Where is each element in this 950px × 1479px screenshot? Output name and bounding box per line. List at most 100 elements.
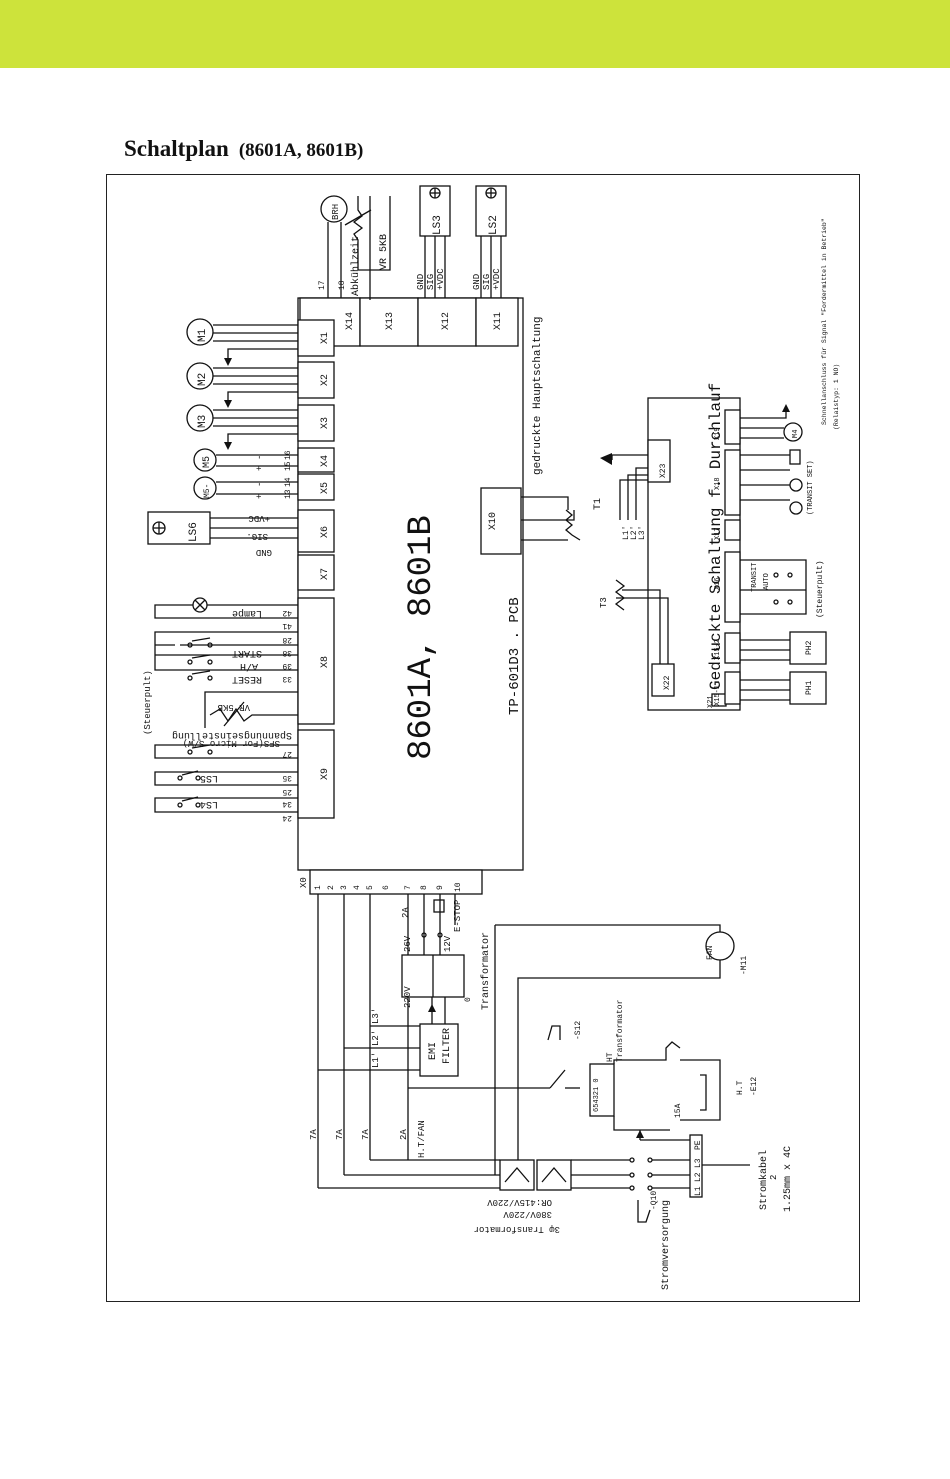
sub-l3: L3' (638, 526, 647, 540)
lampe-label: Lampe (232, 607, 262, 618)
m4-label: M4 (792, 430, 800, 438)
main-board-model: 8601A, 8601B (403, 515, 441, 760)
spannung-label: Spannungseinstellung (172, 729, 292, 741)
ls6-label: LS6 (188, 522, 200, 542)
x0-pin-3: 3 (340, 885, 349, 890)
filter-label: FILTER (442, 1028, 453, 1064)
ls3-vdc: +VDC (436, 268, 446, 290)
motor-m2: M2 (197, 373, 209, 386)
auto-label: AUTO (763, 573, 771, 590)
note-line-1: Schnellanschluss für Signal "Fordermitte… (821, 218, 828, 425)
l3-label: L3 (694, 1158, 703, 1168)
x0-pin-7: 7 (404, 885, 413, 890)
transformer-3p-1: 3φ Transformator (474, 1224, 560, 1234)
ls2-vdc: +VDC (492, 268, 502, 290)
motor-m3: M3 (197, 415, 209, 428)
pin-39: 39 (282, 661, 292, 670)
title-models: (8601A, 8601B) (238, 140, 364, 161)
stromkabel-count: 2 (769, 1175, 779, 1180)
connector-x21: X21 (707, 695, 715, 708)
ls5-label: LS5 (200, 772, 218, 783)
fuse-2a-top: 2A (401, 907, 411, 918)
x9-wiring: 27 SFS(For Micro S/W) 35 LS5 25 34 LS4 2… (154, 738, 298, 822)
v220-label: 220V (403, 986, 413, 1008)
ht-fan-label: H.T/FAN (417, 1120, 427, 1158)
transformer-3p-3: OR:415V/220V (487, 1197, 552, 1207)
l1-label: L1 (694, 1186, 703, 1196)
connector-x2: X2 (320, 374, 331, 386)
connector-x10: X10 (488, 512, 499, 530)
vr5kb-x8-label: VR 5KB (217, 702, 250, 712)
l1-prime: L1' (371, 1052, 381, 1068)
t1-label: T1 (593, 498, 604, 510)
motor-m5: M5 (202, 456, 213, 468)
pin-25: 25 (282, 787, 292, 796)
sub-l2: L2' (630, 526, 639, 540)
connector-x1: X1 (320, 332, 331, 344)
pe-label: PE (694, 1140, 703, 1150)
transformer-3p-2: 380V/220V (503, 1209, 552, 1219)
ph1-label: PH1 (805, 680, 814, 695)
header-accent-band (0, 0, 950, 68)
l3-prime: L3' (371, 1008, 381, 1024)
x0-pin-2: 2 (327, 885, 336, 890)
sub-board-wiring: L1' L2' L3' T3 PH1 PH2 TRANSIT AUTO (Ste… (599, 218, 840, 705)
pin-24: 24 (282, 813, 292, 822)
pin-17: 17 (318, 280, 327, 290)
ls4-label: LS4 (200, 798, 218, 809)
fuse-7a-3: 7A (361, 1129, 371, 1140)
pin-13: 13 (284, 489, 293, 499)
pin-42: 42 (282, 608, 292, 617)
stromkabel-label: Stromkabel (758, 1150, 770, 1210)
abkuehlzeit-label: Abkühlzeit (350, 236, 362, 296)
pin-35: 35 (282, 773, 292, 782)
ht-taps-label: 654321 0 (593, 1078, 601, 1112)
emi-label: EMI (428, 1042, 439, 1060)
fan-ref: -M11 (740, 956, 749, 975)
reset-label: RESET (232, 673, 262, 684)
estop-label: E-STOP (453, 900, 463, 932)
connector-x16: X16 (714, 577, 722, 590)
x0-pin-1: 1 (314, 885, 323, 890)
lower-wiring: L1' L2' L3' Transformator 220V 26V 12V 2… (309, 894, 794, 1290)
sub-board: Gedruckte Schaltung f. Durchlauf X23 X22… (647, 383, 741, 711)
connector-x15-1: X15-1 (714, 685, 722, 706)
main-board-pcb: TP-601D3 . PCB (507, 597, 523, 715)
connector-x15-2: X15-2 (714, 639, 722, 660)
s12-label: -S12 (574, 1021, 583, 1040)
connector-x19: X19 (714, 427, 722, 440)
ls3-label: LS3 (432, 215, 444, 235)
pin-38: 38 (282, 648, 292, 657)
pin-41: 41 (282, 621, 292, 630)
x0-connector: X0 1 2 3 4 5 6 7 8 9 10 (299, 869, 483, 895)
l2-label: L2 (694, 1172, 703, 1182)
pin-28: 28 (282, 635, 292, 644)
page-title: Schaltplan (8601A, 8601B) (124, 136, 363, 162)
top-wiring: BRH 17 18 Abkühlzeit VR 5KB LS3 GND SIG … (318, 185, 507, 300)
ls6-gnd: GND (256, 547, 272, 557)
connector-x8: X8 (320, 656, 331, 668)
sfs-label: SFS(For Micro S/W) (183, 738, 280, 748)
connector-x4: X4 (320, 455, 331, 467)
main-board-caption: gedruckte Hauptschaltung (532, 317, 544, 475)
pin-34: 34 (282, 799, 292, 808)
sub-board-caption: Gedruckte Schaltung f. Durchlauf (707, 383, 725, 690)
x0-pin-5: 5 (366, 885, 375, 890)
left-connectors: X1 X2 X3 X4 X5 X6 X7 X8 X9 (297, 319, 335, 819)
fuse-2a-ht: 2A (399, 1129, 409, 1140)
connector-x14: X14 (345, 312, 356, 330)
x4-sign-neg: - (255, 455, 265, 460)
x0-pin-8: 8 (420, 885, 429, 890)
pin-14: 14 (284, 477, 293, 487)
brh-motor (320, 195, 348, 223)
v12-label: 12V (443, 935, 453, 952)
pin-33: 33 (282, 674, 292, 683)
ls6-sig: SIG. (246, 531, 268, 541)
connector-x22: X22 (663, 675, 672, 690)
connector-x3: X3 (320, 417, 331, 429)
steuerpult-left: (Steuerpult) (143, 670, 153, 735)
ph2-label: PH2 (805, 640, 814, 655)
fuse-7a-2: 7A (335, 1129, 345, 1140)
q10-label: -Q10 (650, 1191, 659, 1210)
